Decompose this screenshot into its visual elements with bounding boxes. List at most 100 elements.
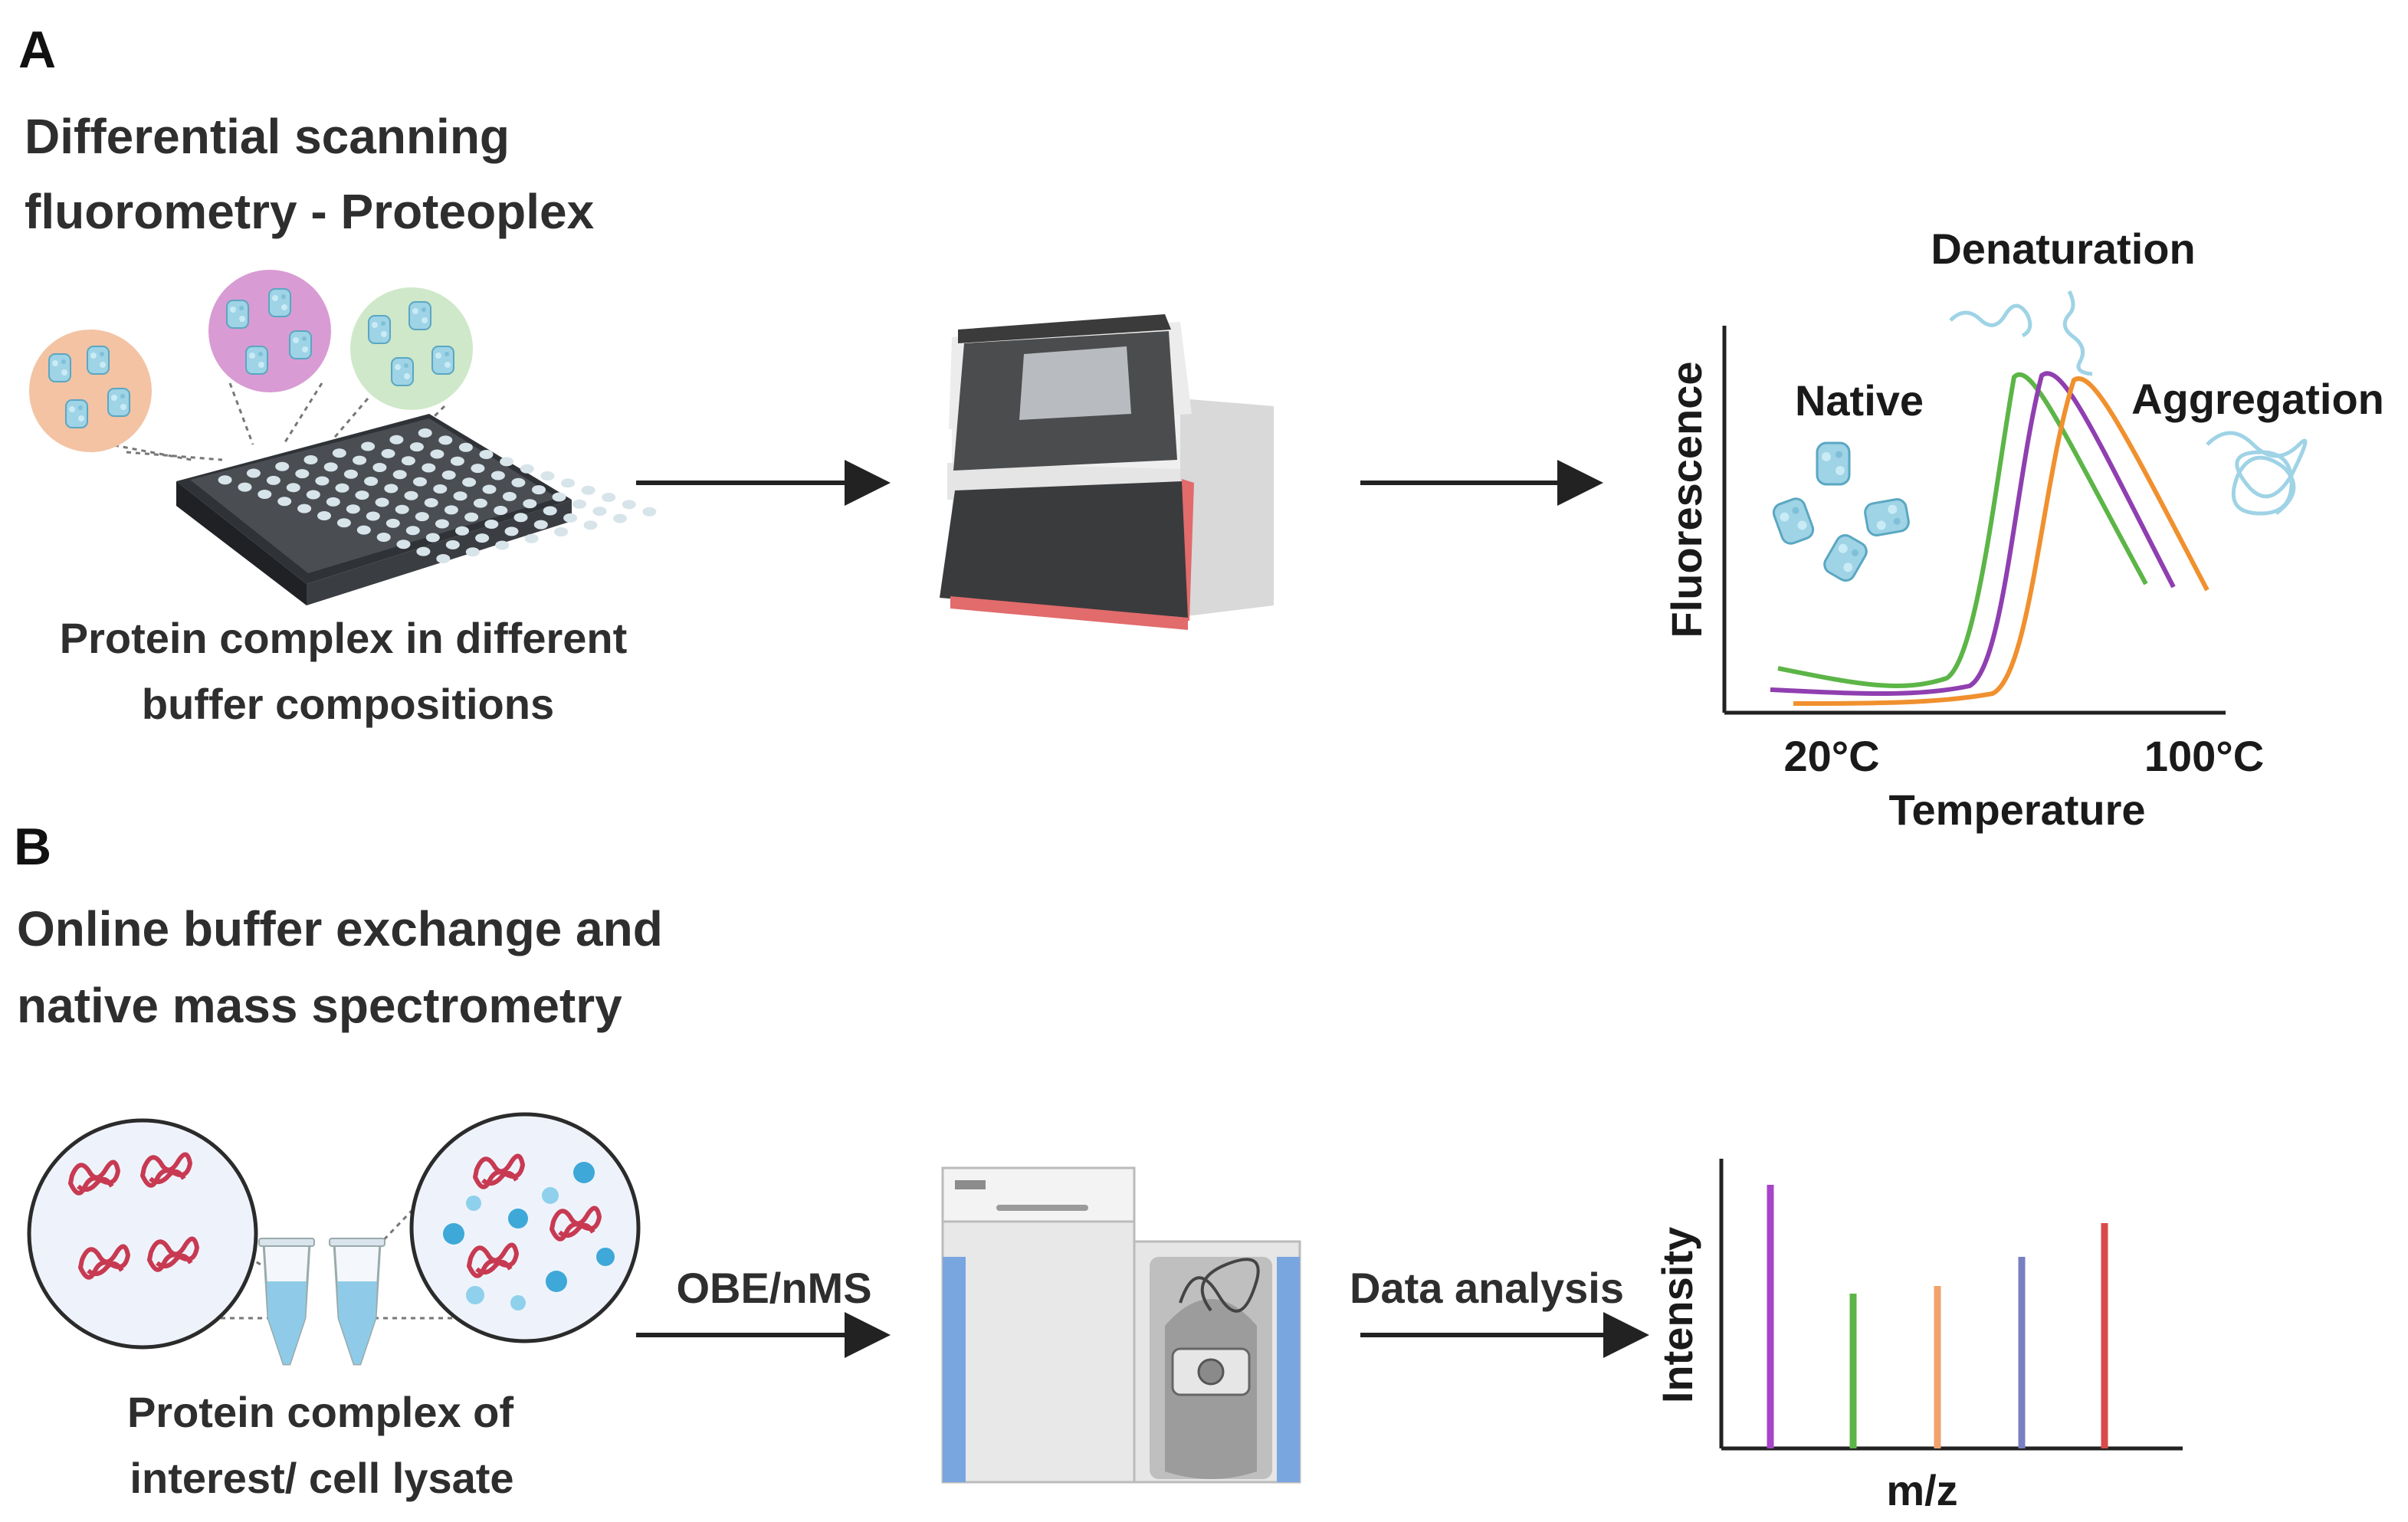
plate-well bbox=[445, 540, 460, 549]
plate-well bbox=[552, 492, 566, 502]
plate-well bbox=[462, 477, 477, 487]
denatured-strand-1 bbox=[1949, 303, 2032, 338]
plate-well bbox=[372, 463, 387, 472]
plate-well bbox=[218, 475, 232, 485]
plate-caption-line2: buffer compositions bbox=[142, 680, 554, 728]
plate-well bbox=[286, 483, 300, 493]
plate-well bbox=[484, 520, 499, 529]
plate-well bbox=[441, 470, 456, 480]
tube-caption-line2: interest/ cell lysate bbox=[130, 1454, 513, 1502]
ms-x-label: m/z bbox=[1886, 1466, 1957, 1514]
plate-well bbox=[418, 428, 432, 438]
panel-b-title-line2: native mass spectrometry bbox=[17, 978, 622, 1033]
plate-well bbox=[246, 468, 261, 478]
plate-well bbox=[642, 507, 657, 517]
plate-well bbox=[413, 477, 427, 487]
instrument-screen bbox=[1019, 346, 1131, 420]
plate-well bbox=[375, 497, 389, 507]
plate-well bbox=[422, 463, 436, 473]
plate-well bbox=[385, 518, 400, 528]
plate-well bbox=[317, 511, 331, 520]
plate-well bbox=[622, 500, 636, 510]
panel-a-letter: A bbox=[18, 21, 56, 79]
plate-well bbox=[430, 449, 445, 459]
plate-well bbox=[513, 513, 528, 523]
well-grid bbox=[218, 428, 657, 563]
label-denaturation: Denaturation bbox=[1931, 225, 2195, 273]
plate-well bbox=[361, 441, 376, 451]
plate-well bbox=[444, 505, 458, 515]
melt-curve-purple bbox=[1770, 371, 2176, 696]
plate-well bbox=[602, 493, 616, 502]
plate-well bbox=[438, 435, 453, 445]
plate-well bbox=[395, 504, 409, 514]
plate-well bbox=[323, 462, 338, 472]
plate-well bbox=[336, 518, 351, 528]
plate-well bbox=[554, 527, 569, 536]
plate-well bbox=[563, 513, 578, 523]
tube-caption-line1: Protein complex of bbox=[127, 1388, 513, 1436]
panel-a-title-line2: fluorometry - Proteoplex bbox=[25, 184, 595, 239]
plate-caption-line1: Protein complex in different bbox=[60, 614, 628, 662]
plate-well bbox=[436, 554, 451, 563]
dsf-melt-curve-plot: Fluorescence Temperature 20°C 100°C Nati… bbox=[1662, 225, 2384, 834]
plate-well bbox=[416, 546, 431, 556]
plate-well bbox=[533, 520, 548, 530]
plate-well bbox=[364, 477, 379, 486]
plate-well bbox=[433, 484, 448, 494]
plate-well bbox=[495, 540, 510, 550]
plate-well bbox=[475, 533, 490, 543]
arrow1-label: OBE/nMS bbox=[676, 1264, 871, 1312]
plate-well bbox=[275, 461, 290, 471]
plate-well bbox=[613, 513, 627, 523]
plate-well bbox=[404, 490, 418, 500]
plate-well bbox=[540, 471, 555, 481]
plate-well bbox=[353, 455, 367, 465]
plate-well bbox=[482, 484, 497, 494]
plate-well bbox=[238, 482, 252, 492]
plate-well bbox=[435, 519, 449, 529]
dsf-x-tick-min: 20°C bbox=[1783, 732, 1879, 780]
plate-well bbox=[295, 469, 310, 479]
mass-spectrum-plot: Intensity m/z bbox=[1653, 1159, 2183, 1514]
plate-well bbox=[415, 512, 429, 522]
dsf-instrument-illustration bbox=[940, 314, 1274, 630]
plate-well bbox=[389, 435, 404, 444]
plate-well bbox=[303, 455, 318, 464]
plate-well bbox=[465, 547, 480, 557]
plate-well bbox=[401, 456, 415, 466]
plate-well bbox=[494, 506, 508, 515]
plate-well bbox=[523, 499, 537, 509]
denatured-strand-2 bbox=[2062, 290, 2093, 376]
plate-well bbox=[490, 471, 505, 481]
plate-well bbox=[346, 504, 360, 514]
plate-well bbox=[592, 507, 607, 517]
plate-well bbox=[581, 485, 595, 495]
plate-well bbox=[381, 448, 395, 458]
plate-well bbox=[524, 533, 539, 543]
sample-tubes-illustration bbox=[27, 1112, 641, 1366]
arrow2-label: Data analysis bbox=[1350, 1264, 1624, 1312]
plate-well bbox=[500, 457, 514, 467]
mass-spectrometer-illustration bbox=[941, 1166, 1301, 1484]
plate-well bbox=[366, 511, 380, 521]
well-plate-illustration bbox=[29, 270, 657, 605]
panel-b-title-line1: Online buffer exchange and bbox=[17, 901, 663, 956]
plate-well bbox=[561, 478, 575, 488]
plate-well bbox=[297, 504, 312, 513]
plate-well bbox=[258, 490, 272, 499]
plate-well bbox=[502, 491, 517, 501]
buffer-circle-purple bbox=[208, 270, 331, 392]
plate-well bbox=[572, 499, 586, 509]
sample-circle-complex bbox=[27, 1118, 258, 1350]
plate-well bbox=[455, 526, 469, 536]
ms-y-label: Intensity bbox=[1653, 1227, 1701, 1403]
plate-well bbox=[277, 497, 292, 507]
plate-well bbox=[405, 526, 420, 536]
plate-well bbox=[473, 498, 487, 508]
plate-well bbox=[520, 464, 534, 474]
dsf-x-tick-max: 100°C bbox=[2144, 732, 2264, 780]
plate-well bbox=[471, 464, 485, 474]
instrument-lid bbox=[940, 481, 1188, 618]
